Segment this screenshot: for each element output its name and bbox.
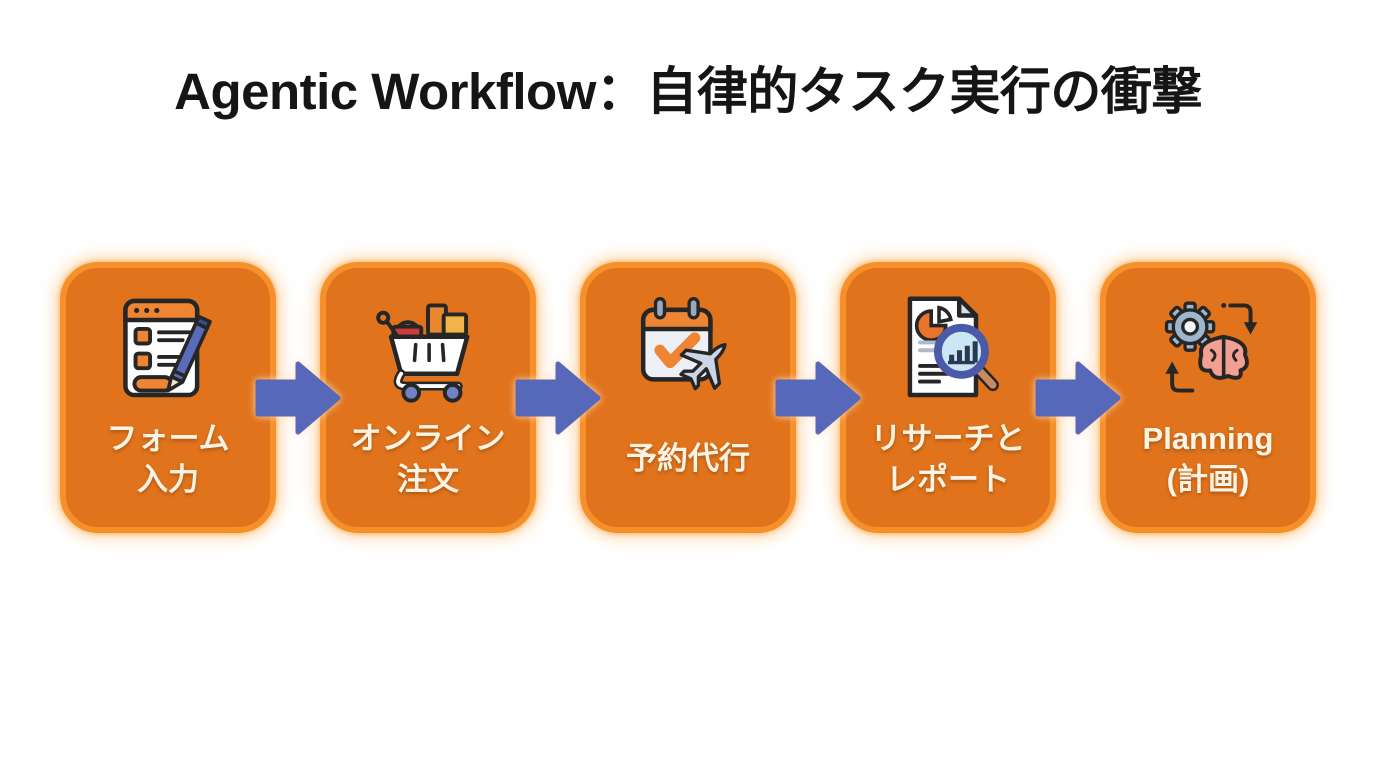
step-label: リサーチと レポート (871, 408, 1026, 527)
step-label: 予約代行 (626, 408, 750, 527)
page-title: Agentic Workflow：自律的タスク実行の衝撃 (174, 63, 1202, 120)
workflow-row: フォーム 入力 (60, 262, 1316, 533)
step-label-line1: リサーチと (870, 420, 1026, 456)
step-card-online-order: オンライン 注文 (320, 262, 536, 533)
step-label-line2: (計画) (1166, 461, 1250, 497)
step-card-booking: 予約代行 (580, 262, 796, 533)
right-arrow-icon (775, 361, 861, 434)
shopping-cart-icon (371, 288, 485, 408)
step-label-line1: オンライン (350, 420, 506, 456)
step-label: Planning (計画) (1143, 408, 1274, 527)
step-label: フォーム 入力 (106, 408, 229, 527)
step-label-line2: 入力 (136, 461, 199, 497)
right-arrow-icon (255, 361, 341, 434)
flow-arrow-1 (255, 262, 341, 533)
step-label-line2: レポート (886, 461, 1010, 497)
gear-brain-icon (1151, 288, 1265, 408)
right-arrow-icon (1035, 361, 1121, 434)
right-arrow-icon (515, 361, 601, 434)
step-card-research-report: リサーチと レポート (840, 262, 1056, 533)
step-card-form-input: フォーム 入力 (60, 262, 276, 533)
form-pencil-icon (111, 288, 225, 408)
step-label-line2: 注文 (397, 461, 459, 497)
report-magnifier-icon (891, 288, 1005, 408)
step-label-line1: フォーム (106, 420, 230, 456)
step-card-planning: Planning (計画) (1100, 262, 1316, 533)
flow-arrow-3 (775, 262, 861, 533)
flow-arrow-2 (515, 262, 601, 533)
flow-arrow-4 (1035, 262, 1121, 533)
step-label-line1: 予約代行 (626, 441, 750, 477)
step-label: オンライン 注文 (351, 408, 506, 527)
calendar-airplane-icon (631, 288, 745, 408)
step-label-line1: Planning (1142, 420, 1274, 456)
